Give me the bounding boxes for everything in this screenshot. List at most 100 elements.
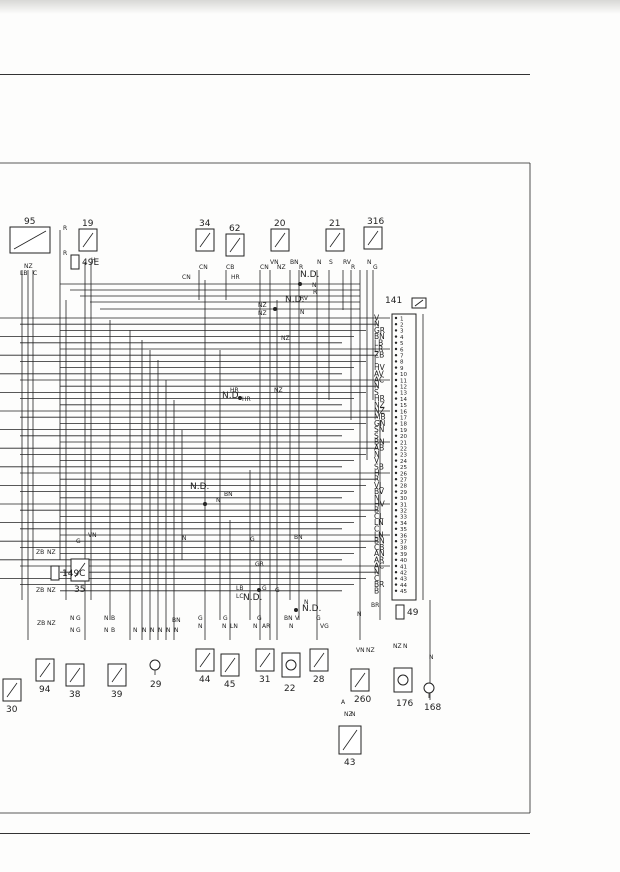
ecu-pin-wire-label: AB (374, 444, 384, 453)
ecu-pin-wire-label: AN (374, 549, 385, 558)
wire-label: BN (294, 534, 303, 541)
wire-label: N (104, 615, 109, 622)
wire-label: VG (320, 623, 329, 630)
ecu-pin-wire-label: LR (374, 345, 383, 354)
ecu-pin-wire-label: H (374, 469, 380, 478)
ecu-pin-dot (394, 496, 398, 499)
junction-dot (238, 396, 242, 400)
wire-label: BN (290, 259, 299, 266)
wire-label: CN (182, 274, 191, 281)
ecu-pin-number: 17 (400, 416, 407, 422)
ecu-pin-wire-label: ZB (374, 351, 384, 360)
ecu-pin-wire-label: N (374, 382, 380, 391)
ecu-pin-wire-label: SB (374, 462, 384, 471)
wire-label: N (198, 623, 203, 630)
ecu-pin-number: 4 (400, 335, 404, 341)
ecu-pin-dot (394, 509, 398, 512)
component-31: 31 (255, 648, 275, 685)
wire-label: LC (236, 593, 244, 600)
ecu-pin-number: 32 (400, 509, 407, 515)
svg-text:20: 20 (274, 219, 286, 229)
ecu-pin-wire-label: BN (374, 332, 385, 341)
sensor-icon (259, 652, 271, 668)
svg-text:62: 62 (229, 224, 240, 234)
diagram-frame (0, 162, 531, 814)
wire-label: G (262, 585, 267, 592)
svg-text:149C: 149C (62, 569, 85, 579)
ecu-pin-dot (394, 347, 398, 351)
component-316: 316 (363, 217, 384, 250)
wire-label: BN (224, 491, 233, 498)
wire-label: N (304, 599, 309, 606)
relay-icon (329, 232, 341, 248)
wire-label: VN (356, 647, 365, 654)
ecu-pin-number: 24 (400, 459, 407, 465)
ecu-pin-number: 45 (400, 589, 407, 595)
sensor-icon (199, 652, 211, 668)
component-95: 95 (9, 217, 51, 254)
svg-text:141: 141 (385, 296, 402, 306)
ecu-pin-wire-label: S (374, 388, 379, 397)
wire-label: HR (242, 396, 251, 403)
ecu-pin-dot (394, 515, 398, 518)
ecu-pin-dot (394, 583, 398, 586)
svg-text:34: 34 (199, 219, 211, 229)
wire-label: G (76, 615, 81, 622)
component-149C: 149C (50, 565, 85, 581)
wire-label: N (142, 627, 147, 634)
wire-label: NZ (47, 587, 56, 594)
ecu-pin-dot (394, 521, 398, 524)
sensor-icon (313, 652, 325, 668)
ecu-pin-number: 6 (400, 347, 404, 353)
ecu-pin-wire-label: MB (374, 413, 386, 422)
wire-label: ZB (36, 549, 44, 556)
ecu-pin-number: 44 (400, 583, 407, 589)
pencil-icon (414, 299, 424, 307)
motor-icon (397, 674, 409, 686)
sensor-icon (342, 729, 358, 751)
wire-label: N (70, 615, 75, 622)
ground-icon (149, 659, 161, 671)
component-30: 30 (2, 678, 22, 715)
wire-label: LB (236, 585, 243, 592)
ecu-pin-number: 29 (400, 490, 407, 496)
ecu-pin-dot (394, 571, 398, 574)
ecu-pin-number: 31 (400, 502, 407, 508)
wire-label: NZ (258, 302, 267, 309)
ecu-pin-wire-label: N (374, 450, 380, 459)
wire-label: LN (230, 623, 238, 630)
scan-edge-shadow (0, 0, 620, 14)
wire-label: N (182, 535, 187, 542)
ecu-pin-number: 3 (400, 329, 404, 335)
sensor-icon (111, 667, 123, 683)
component-35: 35 (70, 558, 90, 595)
ecu-pin-dot (394, 490, 398, 493)
ecu-pin-dot (394, 385, 398, 388)
ecu-pin-dot (394, 589, 398, 592)
wire-label: R (63, 225, 67, 232)
ecu-pin-wire-label: NZ (374, 400, 385, 409)
annotations-layer: N.D.N.D.N.D.N.D.N.D.N.D. (190, 270, 321, 614)
wire-label: G (223, 615, 228, 622)
wire-label: N (133, 627, 138, 634)
bottom-rule (0, 833, 530, 834)
ecu-pin-wire-label: SN (374, 425, 384, 434)
component-19: 19 (78, 219, 98, 252)
ecu-pin-dot (394, 558, 398, 561)
wire-label: HR (230, 387, 239, 394)
ecu-pin-number: 38 (400, 546, 407, 552)
junction-dot (203, 502, 207, 506)
